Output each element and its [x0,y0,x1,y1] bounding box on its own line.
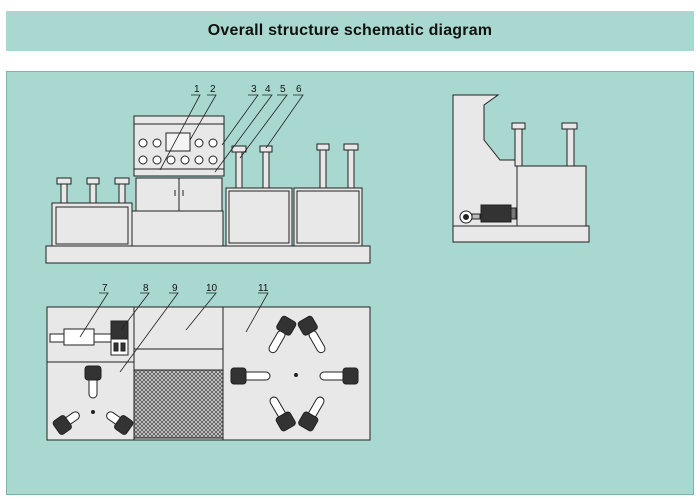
page-title: Overall structure schematic diagram [207,22,493,39]
title-bar: Overall structure schematic diagram [6,11,694,51]
right-cabinet-b [293,187,363,247]
top-view [46,306,371,441]
right-clamps [230,315,359,432]
mesh-area [133,369,224,439]
callout-10: 10 [206,283,218,294]
callout-8: 8 [143,283,149,294]
side-frame [452,94,518,227]
side-tank [516,165,587,227]
callout-4: 4 [265,84,271,95]
gauge-row-top [138,138,218,148]
callout-3: 3 [251,84,257,95]
callout-6: 6 [296,84,302,95]
callout-leaders [79,94,304,373]
callout-11: 11 [258,283,269,294]
left-cabinet [51,202,133,247]
front-view [45,115,371,264]
side-base [452,225,590,243]
front-base [45,245,371,264]
callout-7: 7 [102,283,108,294]
valve-block [110,320,129,356]
gauge-row-bottom [138,155,218,165]
callout-1: 1 [194,84,200,95]
middle-cabinet [131,210,224,247]
pump-assembly [49,328,121,346]
right-cabinet-a [225,187,293,247]
front-valves [56,143,359,204]
left-clamps [52,365,134,435]
callout-2: 2 [210,84,216,95]
callout-numbers: 1 2 3 4 5 6 7 8 9 10 11 [102,84,302,294]
side-view [452,94,590,243]
callout-5: 5 [280,84,286,95]
motor-pump [459,204,517,224]
callout-9: 9 [172,283,178,294]
